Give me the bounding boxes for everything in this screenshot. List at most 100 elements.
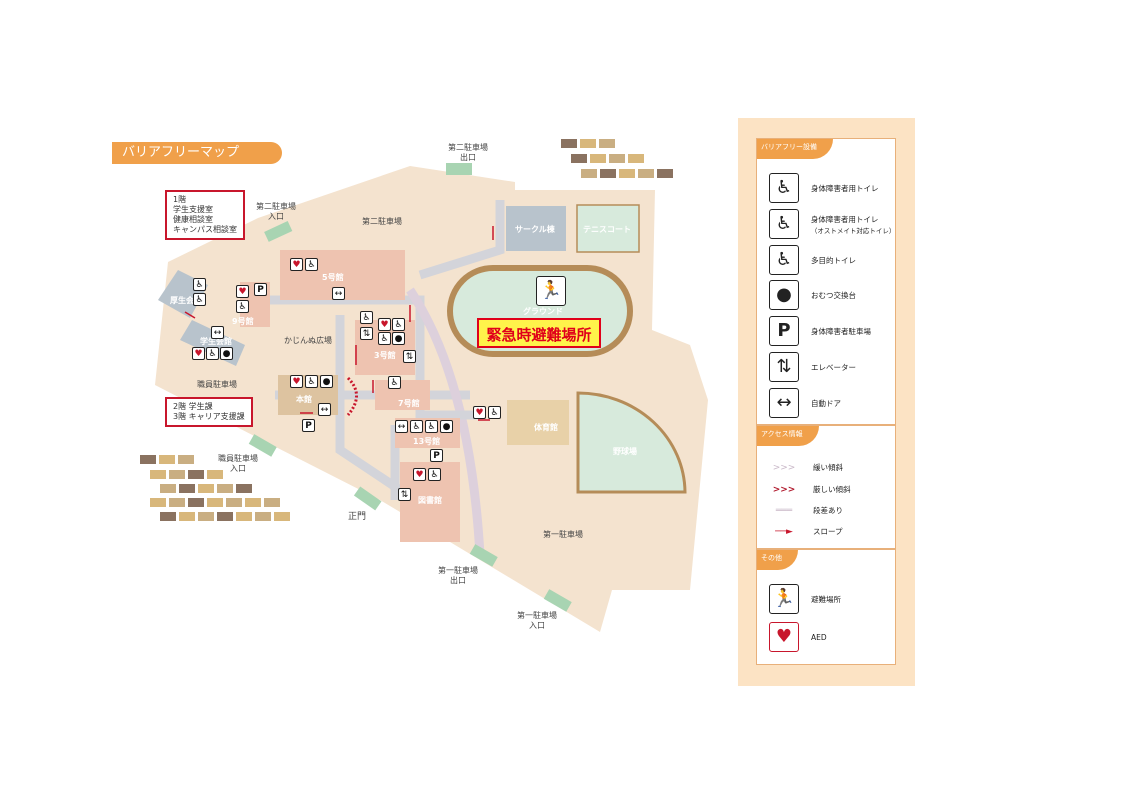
label-student-hall: 学生会館 xyxy=(200,337,232,346)
label-circle: サークル棟 xyxy=(515,225,555,234)
legend-panel: バリアフリー設備 ♿身体障害者用トイレ ♿身体障害者用トイレ（オストメイト対応ト… xyxy=(738,118,915,686)
label-parking2: 第二駐車場 xyxy=(362,217,402,226)
label-parking1-exit: 第一駐車場出口 xyxy=(438,566,478,585)
label-tennis: テニスコート xyxy=(583,225,631,234)
elevator-icon: ⇅ xyxy=(398,488,411,501)
evacuation-site-icon: 🏃 xyxy=(536,276,566,306)
accessible-toilet-icon: ♿ xyxy=(410,420,423,433)
automatic-door-icon: ↔ xyxy=(211,326,224,339)
legend-item: >>>緩い傾斜 xyxy=(772,462,843,473)
slope-arrows xyxy=(184,226,494,421)
label-library: 図書館 xyxy=(418,496,442,505)
callout-line: 3階 キャリア支援課 xyxy=(173,412,245,421)
label-parking1: 第一駐車場 xyxy=(543,530,583,539)
label-baseball: 野球場 xyxy=(613,447,637,456)
aed-icon: ♥ xyxy=(769,622,799,652)
automatic-door-icon: ↔ xyxy=(332,287,345,300)
ostomate-toilet-icon: ♿ xyxy=(769,209,799,239)
accessible-toilet-icon: ♿ xyxy=(392,318,405,331)
aed-icon: ♥ xyxy=(192,347,205,360)
callout-line: 2階 学生課 xyxy=(173,402,213,411)
bricks-bottom-left xyxy=(140,455,290,521)
ostomate-toilet-icon: ♿ xyxy=(425,420,438,433)
legend-section-title: アクセス情報 xyxy=(757,426,819,446)
circle-building xyxy=(506,206,566,251)
callout-line: 学生支援室 xyxy=(173,205,213,214)
accessible-toilet-icon: ♿ xyxy=(206,347,219,360)
elevator-icon: ⇅ xyxy=(360,327,373,340)
legend-item: >>>厳しい傾斜 xyxy=(772,484,851,495)
callout-main-building: 2階 学生課 3階 キャリア支援課 xyxy=(165,397,253,427)
accessible-toilet-icon: ♿ xyxy=(388,376,401,389)
label-parking2-entrance: 第二駐車場入口 xyxy=(256,202,296,221)
evacuation-site-icon: 🏃 xyxy=(769,584,799,614)
legend-item: ↔自動ドア xyxy=(769,388,841,418)
multipurpose-toilet-icon: ♿ xyxy=(193,278,206,291)
map-title: バリアフリーマップ xyxy=(112,142,282,164)
automatic-door-icon: ↔ xyxy=(769,388,799,418)
legend-item: ⇅エレベーター xyxy=(769,352,856,382)
label-staff-parking: 職員駐車場 xyxy=(197,380,237,389)
legend-section-title: その他 xyxy=(757,550,798,570)
label-bldg7: 7号館 xyxy=(398,399,420,408)
baby-changing-icon: ● xyxy=(320,375,333,388)
legend-section-access: アクセス情報 >>>緩い傾斜 >>>厳しい傾斜 ═══段差あり ──►スロープ xyxy=(756,425,896,549)
legend-item: 🏃避難場所 xyxy=(769,584,841,614)
aed-icon: ♥ xyxy=(290,258,303,271)
accessible-toilet-icon: ♿ xyxy=(488,406,501,419)
gates xyxy=(248,163,572,612)
multipurpose-toilet-icon: ♿ xyxy=(769,245,799,275)
legend-item: ♿多目的トイレ xyxy=(769,245,856,275)
legend-item: ═══段差あり xyxy=(775,505,843,516)
legend-item: ●おむつ交換台 xyxy=(769,280,856,310)
legend-item: ♿身体障害者用トイレ xyxy=(769,173,879,203)
aed-icon: ♥ xyxy=(413,468,426,481)
elevator-icon: ⇅ xyxy=(403,350,416,363)
automatic-door-icon: ↔ xyxy=(318,403,331,416)
automatic-door-icon: ↔ xyxy=(395,420,408,433)
legend-item: ♿身体障害者用トイレ（オストメイト対応トイレ） xyxy=(769,209,895,239)
accessible-toilet-icon: ♿ xyxy=(305,258,318,271)
ostomate-toilet-icon: ♿ xyxy=(378,332,391,345)
aed-icon: ♥ xyxy=(473,406,486,419)
label-main-gate: 正門 xyxy=(348,512,367,522)
legend-section-other: その他 🏃避難場所 ♥AED xyxy=(756,549,896,665)
callout-building-9: 1階 学生支援室 健康相談室 キャンパス相談室 xyxy=(165,190,245,240)
label-bldg13: 13号館 xyxy=(413,437,441,446)
baby-changing-icon: ● xyxy=(220,347,233,360)
label-main-bldg: 本館 xyxy=(296,395,312,404)
gym xyxy=(507,400,569,445)
label-parking1-entrance: 第一駐車場入口 xyxy=(517,611,557,630)
accessible-parking-icon: P xyxy=(769,316,799,346)
baby-changing-icon: ● xyxy=(392,332,405,345)
ostomate-toilet-icon: ♿ xyxy=(193,293,206,306)
accessible-parking-icon: P xyxy=(302,419,315,432)
callout-line: 1階 xyxy=(173,195,187,204)
aed-icon: ♥ xyxy=(290,375,303,388)
label-bldg3: 3号館 xyxy=(374,351,396,360)
legend-item: ──►スロープ xyxy=(775,526,843,537)
accessible-toilet-icon: ♿ xyxy=(305,375,318,388)
label-welfare-hall: 厚生会館 xyxy=(170,296,202,305)
multipurpose-toilet-icon: ♿ xyxy=(360,311,373,324)
label-plaza: かじんぬ広場 xyxy=(284,336,332,345)
label-staff-parking-entrance: 職員駐車場入口 xyxy=(218,454,258,473)
label-ground: グラウンド xyxy=(523,307,563,316)
aed-icon: ♥ xyxy=(236,285,249,298)
elevator-icon: ⇅ xyxy=(769,352,799,382)
callout-line: キャンパス相談室 xyxy=(173,225,237,234)
accessible-parking-icon: P xyxy=(430,449,443,462)
building-7 xyxy=(375,380,430,410)
legend-section-title: バリアフリー設備 xyxy=(757,139,833,159)
label-parking2-exit: 第二駐車場出口 xyxy=(448,143,488,162)
label-bldg5: 5号館 xyxy=(322,273,344,282)
main-building-slope xyxy=(346,376,358,416)
aed-icon: ♥ xyxy=(378,318,391,331)
accessible-toilet-icon: ♿ xyxy=(236,300,249,313)
legend-section-facilities: バリアフリー設備 ♿身体障害者用トイレ ♿身体障害者用トイレ（オストメイト対応ト… xyxy=(756,138,896,425)
bricks-top-right xyxy=(561,139,673,178)
legend-item: ♥AED xyxy=(769,622,827,652)
baseball-field xyxy=(576,391,687,494)
